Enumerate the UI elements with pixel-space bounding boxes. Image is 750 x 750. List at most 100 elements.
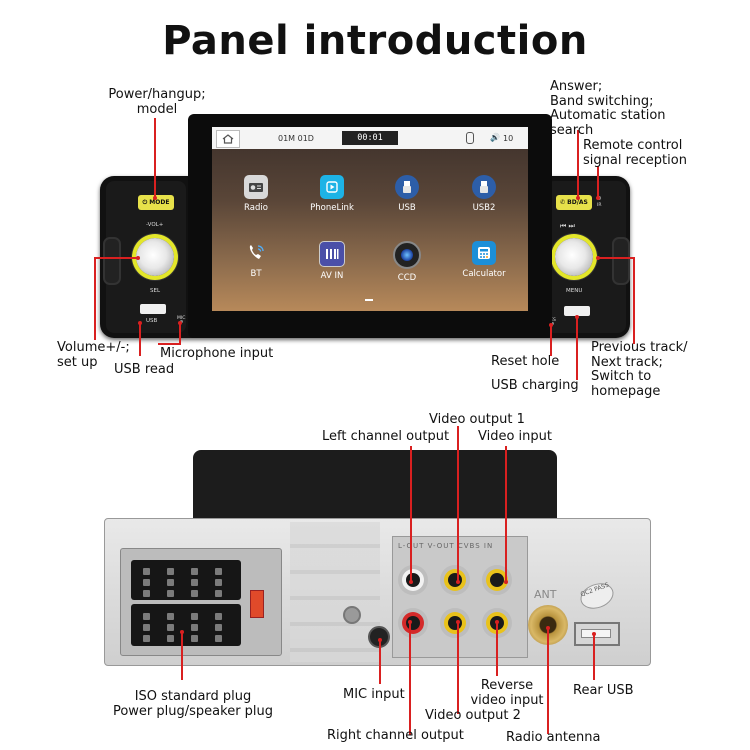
mic-jack[interactable] <box>368 626 390 648</box>
app-usb2[interactable]: USB2 <box>454 175 514 213</box>
charging-usb-port[interactable] <box>564 306 590 316</box>
reverse-video-rca[interactable] <box>482 608 512 638</box>
label-line: Band switching; <box>550 93 654 109</box>
usb2-icon <box>472 175 496 199</box>
front-usb-port[interactable] <box>140 304 166 314</box>
av-in-icon <box>319 241 345 267</box>
power-icon: ⏻ <box>142 198 148 206</box>
label-usb-charging: USB charging <box>491 378 579 393</box>
app-bt[interactable]: BT <box>226 241 286 279</box>
app-av-in[interactable]: AV IN <box>302 241 362 281</box>
video-input-rca[interactable] <box>482 565 512 595</box>
iso-pin <box>143 613 150 620</box>
app-label: PhoneLink <box>310 203 354 213</box>
video-output-2-rca[interactable] <box>440 608 470 638</box>
label-line: signal reception <box>583 152 687 168</box>
label-reverse: Reverse video input <box>467 678 547 708</box>
video-output-1-rca[interactable] <box>440 565 470 595</box>
home-button[interactable] <box>216 130 240 148</box>
sel-label: SEL <box>150 288 161 294</box>
app-usb[interactable]: USB <box>377 175 437 213</box>
calculator-icon <box>472 241 496 265</box>
left-mount-slot <box>103 237 121 285</box>
label-right-channel: Right channel output <box>327 728 464 743</box>
label-line: Switch to <box>591 369 652 384</box>
iso-pin <box>167 635 174 642</box>
heatsink-ridges <box>290 522 380 662</box>
label-answer: Answer; Band switching; Automatic statio… <box>550 79 666 138</box>
right-mount-slot <box>612 237 630 285</box>
label-line: Next track; <box>591 354 663 370</box>
iso-pin <box>143 635 150 642</box>
iso-pin <box>167 579 174 586</box>
right-channel-rca[interactable] <box>398 608 428 638</box>
app-calculator[interactable]: Calculator <box>454 241 514 279</box>
ir-sensor <box>597 196 601 200</box>
label-reset: Reset hole <box>491 354 560 369</box>
iso-pin <box>215 635 222 642</box>
label-usb-read: USB read <box>114 362 175 377</box>
rca-panel <box>392 536 528 658</box>
iso-pin <box>191 579 198 586</box>
label-video-output-2: Video output 2 <box>425 708 521 723</box>
label-line: video input <box>470 692 544 708</box>
label-line: Remote control <box>583 138 683 153</box>
volume-knob[interactable] <box>136 238 174 276</box>
iso-pin <box>215 624 222 631</box>
label-left-channel: Left channel output <box>322 429 450 444</box>
ant-printed-label: ANT <box>534 588 557 601</box>
iso-pin <box>191 568 198 575</box>
label-line: Power/hangup; <box>108 87 206 102</box>
label-radio-antenna: Radio antenna <box>506 730 601 745</box>
track-knob[interactable] <box>555 238 593 276</box>
iso-pin <box>143 624 150 631</box>
label-microphone: Microphone input <box>160 346 274 361</box>
status-bar: 01M 01D 00:01 🔊 10 <box>212 127 528 149</box>
label-line: homepage <box>591 383 661 399</box>
iso-pin <box>191 624 198 631</box>
mounting-screw <box>343 606 361 624</box>
app-label: AV IN <box>320 271 344 281</box>
app-label: Radio <box>244 203 268 213</box>
app-radio[interactable]: Radio <box>226 175 286 213</box>
iso-pin <box>191 590 198 597</box>
label-line: Answer; <box>550 79 603 94</box>
vol-label: -VOL+ <box>146 222 164 228</box>
mode-power-button[interactable]: ⏻ MODE <box>138 195 174 210</box>
answer-bdas-button[interactable]: ✆ BD/AS <box>556 195 592 210</box>
label-power: Power/hangup; model <box>102 87 212 117</box>
page-title: Panel introduction <box>162 18 588 64</box>
app-label: CCD <box>397 273 417 283</box>
label-line: model <box>136 101 178 117</box>
status-volume: 10 <box>503 134 514 143</box>
rca-printed-label: L-OUT V-OUT CVBS IN <box>398 542 494 550</box>
rear-usb-port[interactable] <box>574 622 620 646</box>
app-label: USB2 <box>472 203 496 213</box>
bdas-button-label: BD/AS <box>567 199 588 206</box>
label-line: Volume+/-; <box>57 340 130 355</box>
app-ccd[interactable]: CCD <box>377 241 437 283</box>
label-line: set up <box>57 354 98 370</box>
label-line: search <box>550 122 594 138</box>
camera-icon <box>393 241 421 269</box>
bluetooth-phone-icon <box>244 241 268 265</box>
left-channel-rca[interactable] <box>398 565 428 595</box>
ir-label: IR <box>597 203 602 208</box>
iso-pin <box>215 613 222 620</box>
iso-pin <box>143 590 150 597</box>
label-video-output-1: Video output 1 <box>429 412 525 427</box>
label-prev-next: Previous track/ Next track; Switch to ho… <box>591 340 688 399</box>
label-line: Previous track/ <box>591 340 688 355</box>
app-label: BT <box>250 269 262 279</box>
status-clock: 00:01 <box>342 131 398 145</box>
iso-pin <box>215 568 222 575</box>
fuse <box>250 590 264 618</box>
app-label: USB <box>398 203 416 213</box>
touch-screen[interactable]: 01M 01D 00:01 🔊 10 Radio PhoneLink USB U… <box>212 127 528 311</box>
label-line: Reverse <box>480 678 534 693</box>
label-remote: Remote control signal reception <box>583 138 687 168</box>
iso-pin <box>167 613 174 620</box>
app-phonelink[interactable]: PhoneLink <box>302 175 362 213</box>
antenna-socket[interactable] <box>528 605 568 645</box>
iso-pin <box>143 579 150 586</box>
